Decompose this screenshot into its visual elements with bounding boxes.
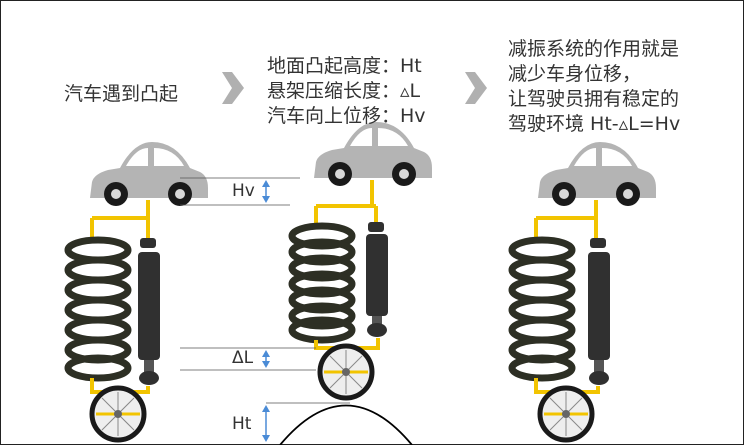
- step1-text: 汽车遇到凸起: [64, 83, 179, 105]
- ht-label: Ht: [232, 414, 252, 434]
- step3-line-4: 驾驶环境 Ht-▵L=Hv: [508, 113, 681, 135]
- step2-line-height: 地面凸起高度：Ht: [267, 55, 422, 77]
- coil-spring-icon: [508, 236, 576, 382]
- hv-label: Hv: [232, 181, 255, 201]
- delta-l-label: ΔL: [232, 348, 254, 368]
- dimension-arrow-icon: [262, 350, 270, 368]
- step2-line-displacement: 汽车向上位移：Hv: [267, 105, 426, 127]
- car-icon: [90, 142, 208, 206]
- wheel-icon: [89, 385, 147, 443]
- car-icon: [538, 142, 656, 206]
- dimension-arrow-icon: [262, 405, 270, 442]
- wheel-icon: [317, 343, 375, 401]
- step3-line-3: 让驾驶员拥有稳定的: [508, 88, 680, 110]
- step3-text: 减振系统的作用就是 减少车身位移， 让驾驶员拥有稳定的 驾驶环境 Ht-▵L=H…: [508, 37, 680, 137]
- step2-text: 地面凸起高度：Ht 悬架压缩长度：▵L 汽车向上位移：Hv: [267, 54, 426, 129]
- shock-absorber-icon: [588, 238, 610, 385]
- link-bar: [90, 200, 150, 240]
- shock-absorber-icon: [366, 222, 388, 337]
- car-icon: [314, 122, 432, 186]
- shock-absorber-icon: [138, 238, 160, 385]
- wheel-icon: [537, 385, 595, 443]
- flow-arrow-icon: [465, 72, 487, 104]
- flow-arrow-icon: [222, 72, 244, 104]
- dimension-arrow-icon: [262, 180, 270, 203]
- step3-line-2: 减少车身位移，: [508, 63, 642, 85]
- coil-spring-icon: [288, 222, 356, 344]
- step2-line-compression: 悬架压缩长度：▵L: [267, 80, 421, 102]
- link-bar: [534, 200, 598, 240]
- step3-line-1: 减振系统的作用就是: [508, 38, 680, 60]
- link-bar: [314, 180, 378, 224]
- road-bump: [279, 404, 413, 445]
- coil-spring-icon: [64, 236, 132, 382]
